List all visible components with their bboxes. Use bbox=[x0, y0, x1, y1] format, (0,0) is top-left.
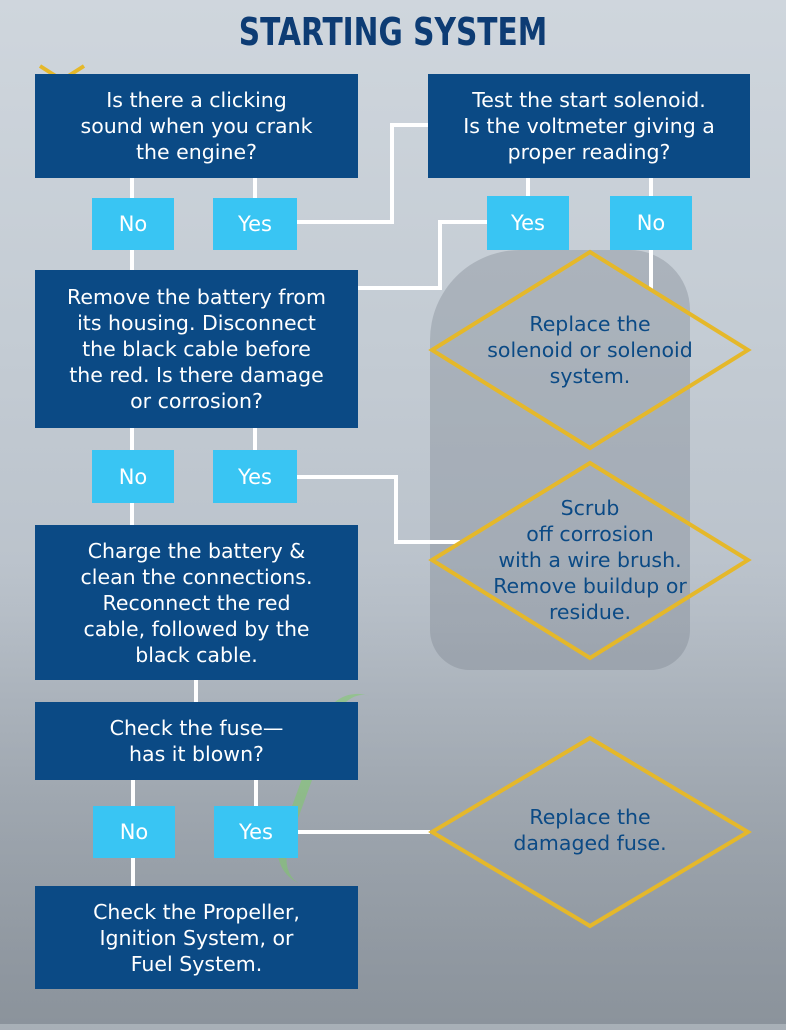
tag-q2-no: No bbox=[610, 196, 692, 250]
tag-q4-yes: Yes bbox=[214, 806, 298, 858]
action-check-propeller: Check the Propeller, Ignition System, or… bbox=[35, 886, 358, 989]
tag-q2-yes: Yes bbox=[487, 196, 569, 250]
question-check-fuse: Check the fuse— has it blown? bbox=[35, 702, 358, 780]
action-charge-battery: Charge the battery & clean the connectio… bbox=[35, 525, 358, 680]
tag-q1-yes: Yes bbox=[213, 198, 297, 250]
connector-q3yes-to-scrub bbox=[297, 475, 460, 544]
diamond-solenoid-shape bbox=[428, 249, 752, 451]
tag-q3-no: No bbox=[92, 450, 174, 503]
question-battery-corrosion: Remove the battery from its housing. Dis… bbox=[35, 270, 358, 428]
diamond-scrub-shape bbox=[428, 460, 752, 661]
diamond-fuse-shape bbox=[428, 735, 752, 929]
diamond-scrub-corrosion-text: Scrub off corrosion with a wire brush. R… bbox=[493, 496, 687, 624]
diamond-replace-solenoid-text: Replace the solenoid or solenoid system. bbox=[487, 312, 693, 388]
connector-yes-to-q2 bbox=[297, 123, 430, 224]
question-test-solenoid: Test the start solenoid. Is the voltmete… bbox=[428, 74, 750, 178]
tag-q4-no: No bbox=[93, 806, 175, 858]
page-title: STARTING SYSTEM bbox=[238, 10, 548, 54]
question-clicking-sound: Is there a clicking sound when you crank… bbox=[35, 74, 358, 178]
tag-q1-no: No bbox=[92, 198, 174, 250]
connector-q2yes-to-q3 bbox=[358, 220, 487, 290]
tag-q3-yes: Yes bbox=[213, 450, 297, 503]
diamond-replace-fuse-text: Replace the damaged fuse. bbox=[513, 805, 667, 855]
